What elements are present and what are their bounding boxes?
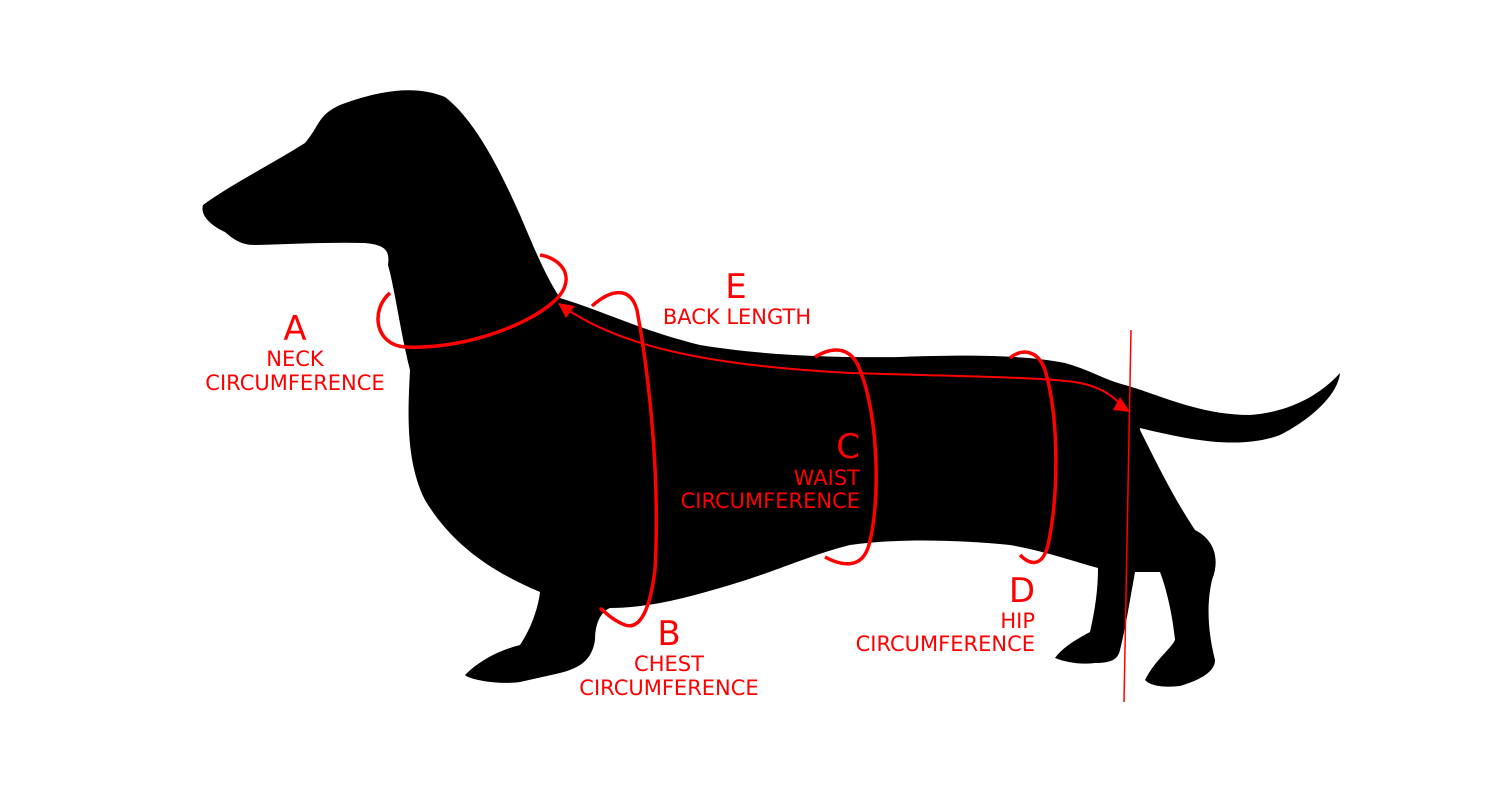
chest-label-line1: CHEST [634,652,704,676]
measurement-guides [376,253,1058,628]
waist-loop [814,348,878,566]
label-back: E BACK LENGTH [663,267,811,329]
label-hip: D HIP CIRCUMFERENCE [856,571,1035,656]
hip-letter: D [1009,571,1035,611]
tail-base-marker-line [1123,329,1132,703]
arrowhead-end [1113,397,1130,412]
neck-label-line1: NECK [266,347,325,371]
waist-label-line2: CIRCUMFERENCE [681,489,860,513]
neck-loop [376,253,568,349]
neck-letter: A [283,309,306,349]
dachshund-silhouette [202,90,1340,687]
neck-label-line2: CIRCUMFERENCE [205,371,384,395]
arrowhead-start [558,303,575,318]
chest-label-line2: CIRCUMFERENCE [579,676,758,700]
chest-loop [590,291,659,628]
back-length-arrow [558,303,1132,703]
hip-loop [1008,350,1058,565]
hip-label-line2: CIRCUMFERENCE [856,632,1035,656]
label-chest: B CHEST CIRCUMFERENCE [579,614,758,700]
back-label-line1: BACK LENGTH [663,305,811,329]
label-waist: C WAIST CIRCUMFERENCE [681,427,861,513]
label-neck: A NECK CIRCUMFERENCE [205,309,384,395]
back-letter: E [725,267,746,307]
dog-body-shape [202,90,1216,687]
back-length-line [564,307,1121,405]
hip-label-line1: HIP [1000,609,1035,633]
waist-label-line1: WAIST [794,466,861,490]
dog-tail-shape [1125,373,1340,443]
waist-letter: C [836,427,860,467]
chest-letter: B [657,614,680,654]
